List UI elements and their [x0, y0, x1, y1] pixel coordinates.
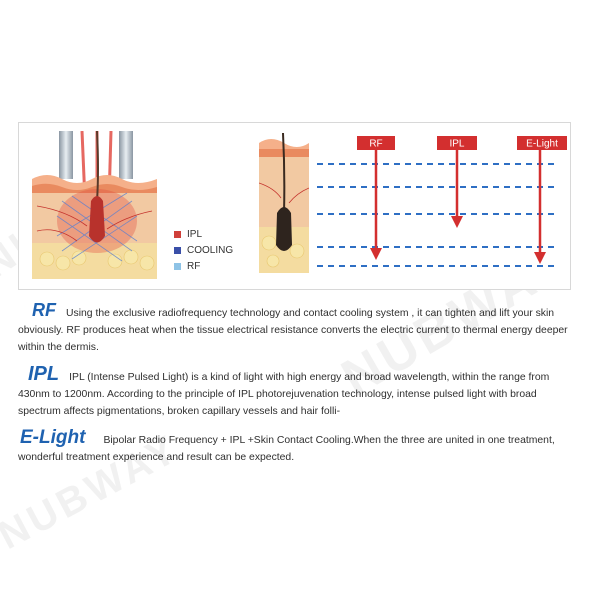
mode-label: E-Light: [526, 139, 558, 150]
legend-item-cooling: COOLING: [174, 243, 233, 258]
legend-item-ipl: IPL: [174, 227, 233, 242]
arrowhead-icon: [534, 252, 546, 264]
skin-treatment-illustration: [32, 131, 157, 279]
mode-label: RF: [369, 139, 382, 150]
ipl-term: IPL: [28, 363, 60, 385]
rf-term: RF: [32, 300, 56, 320]
mode-ipl: IPL: [437, 136, 477, 228]
legend-label: COOLING: [187, 245, 234, 256]
legend-label: IPL: [187, 229, 203, 240]
legend-swatch: [174, 231, 181, 238]
ipl-text: IPL (Intense Pulsed Light) is a kind of …: [18, 372, 550, 417]
mode-elight: E-Light: [517, 136, 567, 264]
mode-tag: [517, 136, 567, 150]
skin-layer-illustration: [259, 133, 309, 273]
legend-swatch: [174, 263, 181, 270]
illustration-panel: IPL COOLING RF: [18, 122, 571, 290]
rf-text: Using the exclusive radiofrequency techn…: [18, 308, 568, 353]
elight-text: Bipolar Radio Frequency + IPL +Skin Cont…: [18, 435, 555, 463]
legend: IPL COOLING RF: [174, 227, 233, 275]
penetration-depth-diagram: RF IPL E-Light: [317, 136, 567, 267]
mode-rf: RF: [357, 136, 395, 260]
applicator-electrode: [119, 131, 133, 179]
arrowhead-icon: [370, 248, 382, 260]
applicator-electrode: [59, 131, 73, 179]
legend-swatch: [174, 247, 181, 254]
mode-tag: [357, 136, 395, 150]
legend-item-rf: RF: [174, 259, 233, 274]
legend-label: RF: [187, 261, 201, 272]
arrowhead-icon: [451, 216, 463, 228]
mode-tag: [437, 136, 477, 150]
mode-label: IPL: [449, 139, 464, 150]
elight-term: E-Light: [20, 427, 86, 448]
